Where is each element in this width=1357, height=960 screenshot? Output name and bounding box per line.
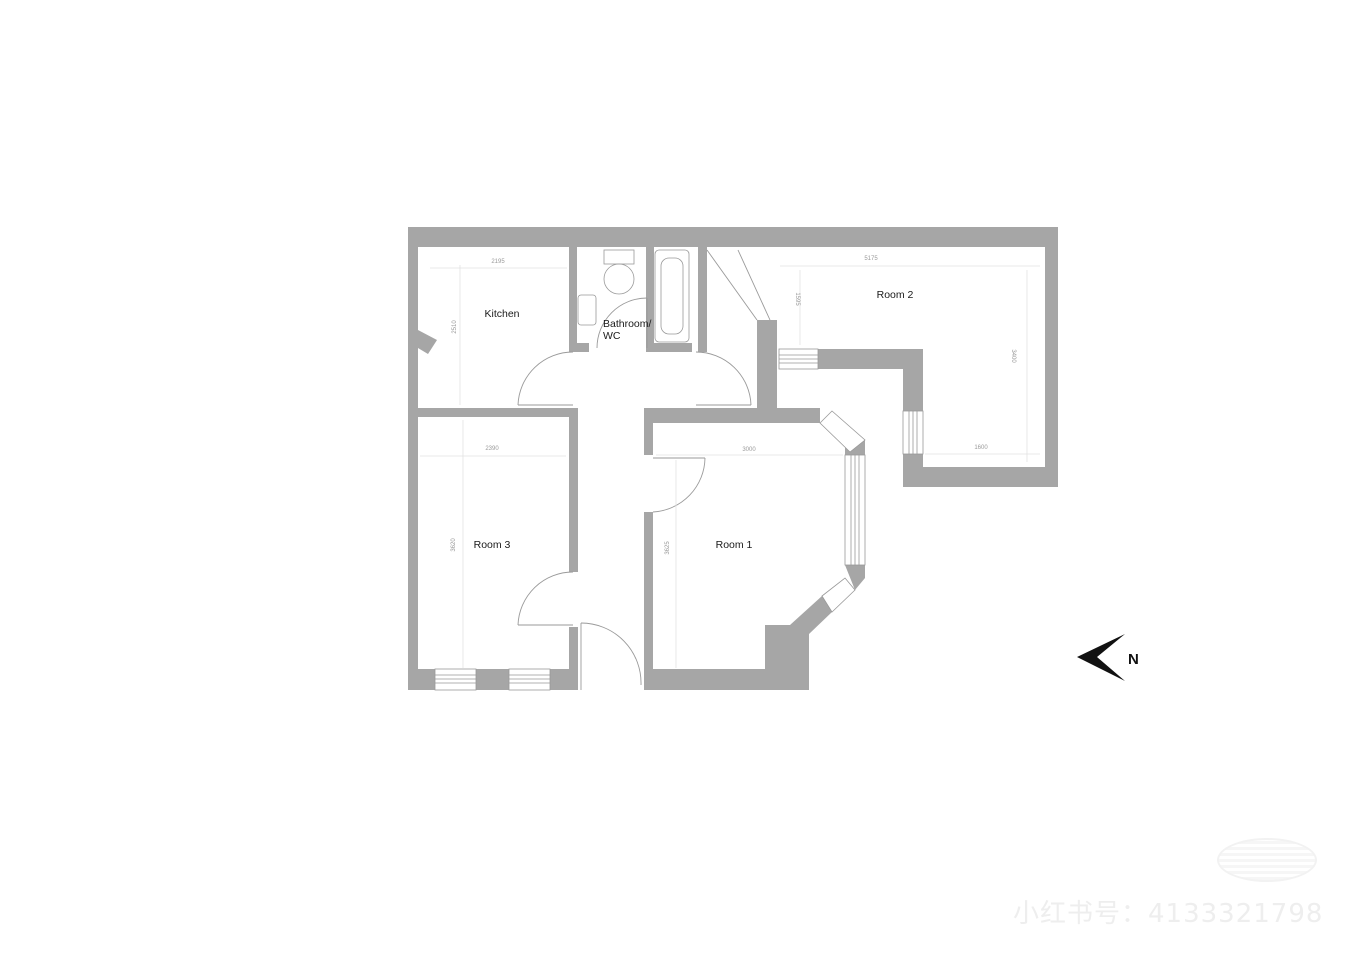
dim-room1-width: 3000 (742, 447, 756, 453)
dim-kitchen-depth: 2510 (452, 320, 458, 334)
dim-room1-depth: 3625 (665, 541, 671, 555)
dim-room3-width: 2390 (485, 446, 499, 452)
room-label-room-2: Room 2 (877, 289, 914, 301)
windows (434, 348, 924, 691)
dim-room2-depth-right: 3400 (1010, 349, 1016, 363)
room-label-room-1: Room 1 (716, 539, 753, 551)
dimension-lines (420, 265, 1040, 668)
bathroom-fixtures (577, 249, 690, 343)
sink-icon (577, 294, 597, 326)
toilet-cistern-icon (603, 249, 635, 265)
walls (408, 227, 1058, 690)
dim-room2-width: 5175 (864, 256, 878, 262)
compass-letter: N (1128, 651, 1139, 668)
dim-kitchen-width: 2195 (491, 259, 505, 265)
watermark-text: 小红书号：4133321798 (1013, 899, 1324, 929)
bathtub-icon (654, 249, 690, 343)
room-label-wc: WC (603, 330, 621, 342)
north-arrow-icon: N (1077, 634, 1139, 681)
dim-room2-bottom: 1600 (974, 445, 988, 451)
room-label-room-3: Room 3 (474, 539, 511, 551)
room-label-bathroom: Bathroom/ (603, 318, 652, 330)
room-label-kitchen: Kitchen (484, 308, 519, 320)
dim-room2-depth-left: 1595 (794, 292, 800, 306)
toilet-icon (603, 263, 635, 295)
doors (517, 249, 771, 690)
dim-room3-depth: 3620 (451, 538, 457, 552)
watermark-stamp-icon (1217, 838, 1317, 882)
